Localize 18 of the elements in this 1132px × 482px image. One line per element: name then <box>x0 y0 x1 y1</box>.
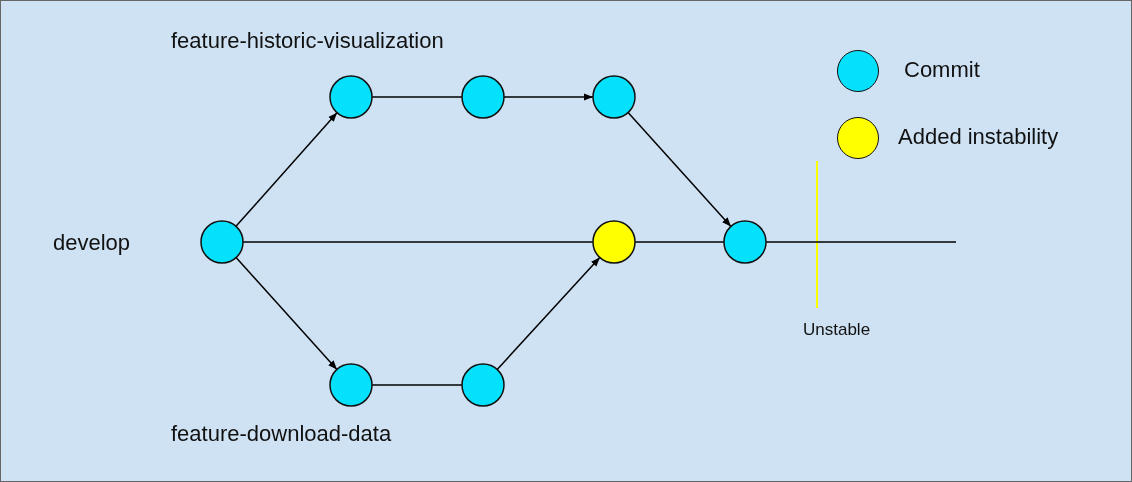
marker-caption: Unstable <box>803 320 871 340</box>
arrow <box>627 111 732 228</box>
branch-name: feature-download-data <box>171 421 392 447</box>
commit-circle <box>329 363 373 407</box>
commit-circle <box>461 75 505 119</box>
arrow <box>235 111 338 228</box>
commit-circle <box>592 220 636 264</box>
commit-circle <box>329 75 373 119</box>
arrow <box>496 256 601 371</box>
commit-circle <box>592 75 636 119</box>
legend-label: Added instability <box>898 124 1059 150</box>
arrow <box>235 256 338 371</box>
commit-circle <box>461 363 505 407</box>
legend-label: Commit <box>904 57 980 83</box>
commit-circle <box>200 220 244 264</box>
branch-name: develop <box>53 230 131 256</box>
commit-circle <box>723 220 767 264</box>
branch-name: feature-historic-visualization <box>171 28 444 54</box>
